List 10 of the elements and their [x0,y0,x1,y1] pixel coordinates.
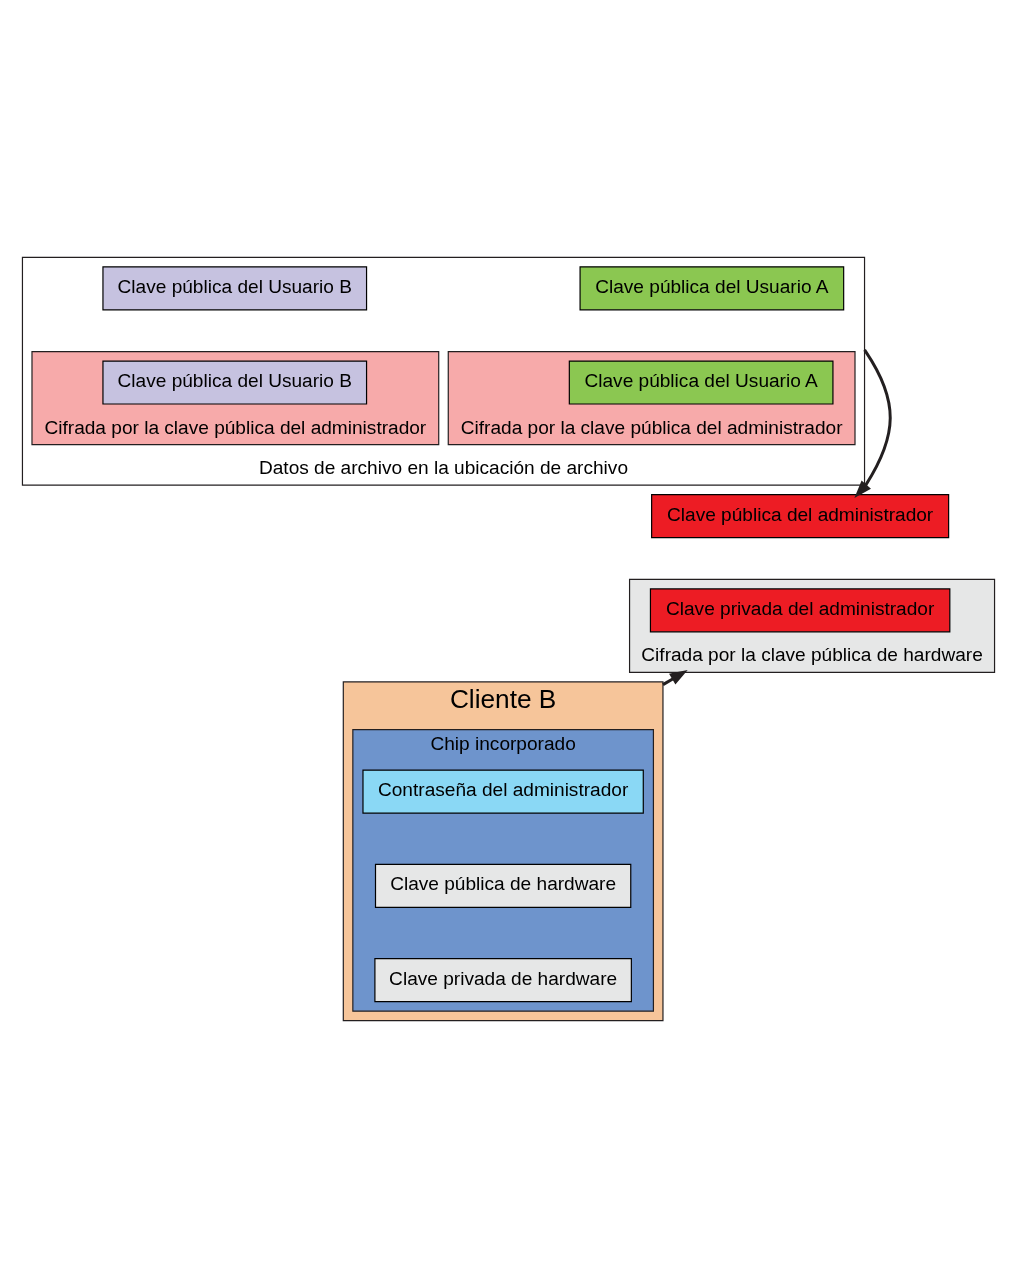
node-box: Clave pública del Usuario A [579,265,845,310]
arrow [854,348,892,498]
node-box: Clave privada del administrador [649,587,951,632]
node-box: Clave pública del administrador [651,493,950,538]
node-box: Clave pública del Usuario B [102,265,368,310]
node-box: Contraseña del administrador [362,769,644,814]
node-box: Clave pública del Usuario B [102,360,368,405]
node-box: Clave privada de hardware [374,957,632,1002]
node-box: Clave pública del Usuario A [568,360,834,405]
node-box: Clave pública de hardware [374,863,632,908]
